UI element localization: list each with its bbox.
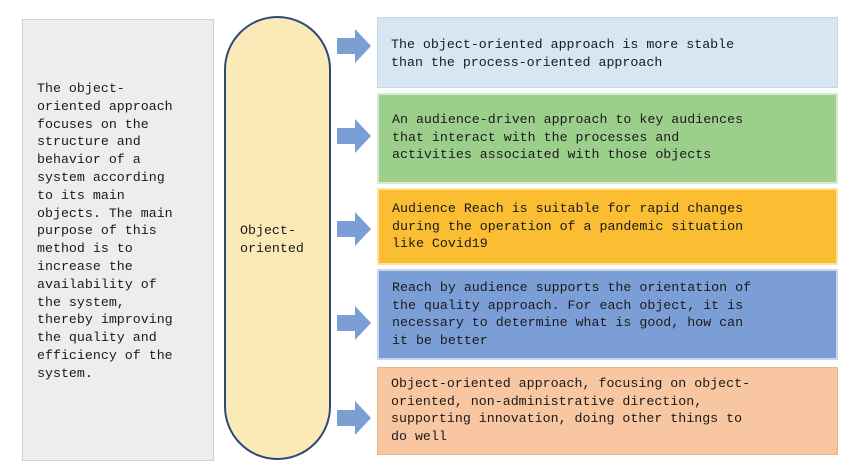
description-panel: The object- oriented approach focuses on… [22,19,214,461]
quality-orientation-box: Reach by audience supports the orientati… [377,269,838,360]
arrow-right-icon [337,212,371,246]
description-text: The object- oriented approach focuses on… [37,81,173,381]
arrow-right-icon [337,29,371,63]
arrow-right-icon [337,401,371,435]
arrow-right-icon [337,119,371,153]
audience-reach-box: Audience Reach is suitable for rapid cha… [377,188,838,265]
innovation-box: Object-oriented approach, focusing on ob… [377,367,838,455]
arrow-right-icon [337,306,371,340]
audience-driven-box: An audience-driven approach to key audie… [377,93,838,184]
stability-box: The object-oriented approach is more sta… [377,17,838,88]
object-oriented-node: Object- oriented [224,16,331,460]
center-label: Object- oriented [240,223,304,256]
